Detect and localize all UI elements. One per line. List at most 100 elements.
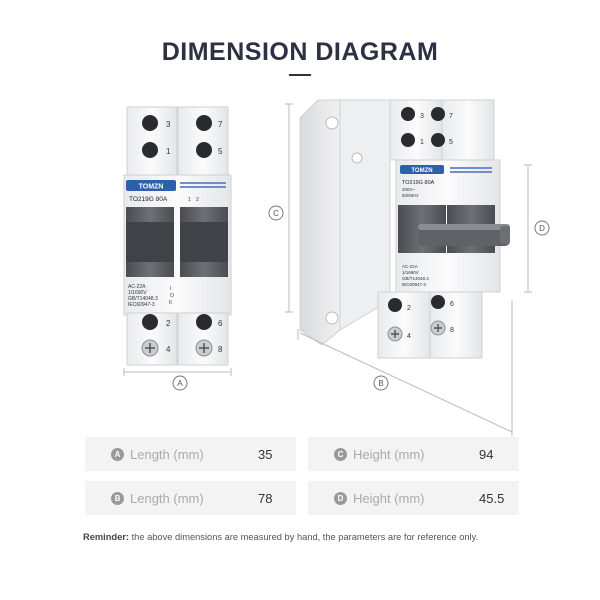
terminal-label: 3 xyxy=(420,113,424,120)
spec-value: 94 xyxy=(479,446,494,462)
dimension-d: D xyxy=(524,164,550,293)
spec-length-a: A Length (mm) 35 xyxy=(85,437,296,471)
rating-line: 400V~ xyxy=(402,187,416,192)
pole-mark: 2 xyxy=(196,197,199,203)
terminal-hole xyxy=(142,115,158,131)
spec-value: 45.5 xyxy=(479,490,505,506)
brand-label: TOMZN xyxy=(139,184,164,191)
spec-label: Length (mm) xyxy=(130,490,204,506)
stripe xyxy=(450,171,492,173)
side-screw-hole xyxy=(325,311,339,325)
device-front: 3 7 1 5 TOMZN TO219G 80A 1 2 AC-22A 1/16… xyxy=(123,106,232,366)
terminal-label: 8 xyxy=(218,345,223,354)
handle-end xyxy=(500,226,510,244)
screw-slot xyxy=(391,330,399,338)
spec-value: 35 xyxy=(258,446,273,462)
rating-line: AC-22A xyxy=(128,284,146,290)
marker-a-label: A xyxy=(177,379,183,388)
terminal-hole xyxy=(401,107,415,121)
spec-badge: C xyxy=(334,447,347,461)
terminal-hole xyxy=(431,107,445,121)
rating-line: 1/1690V xyxy=(402,270,419,275)
rating-line: GB/T14048.3 xyxy=(128,296,158,302)
reminder-text: the above dimensions are measured by han… xyxy=(128,532,479,542)
spec-height-d: D Height (mm) 45.5 xyxy=(308,481,519,515)
terminal-label: 6 xyxy=(450,301,454,308)
terminal-hole xyxy=(431,295,445,309)
rating-line: IEC60947-3 xyxy=(128,302,155,308)
spec-badge: A xyxy=(111,447,124,461)
terminal-label: 8 xyxy=(450,327,454,334)
marker-b xyxy=(373,375,389,391)
terminal-hole xyxy=(142,314,158,330)
marker-b-label: B xyxy=(378,379,383,388)
dimension-a: A xyxy=(123,368,232,391)
terminal-hole xyxy=(196,314,212,330)
spec-badge: B xyxy=(111,491,124,505)
stripe xyxy=(180,182,226,184)
reminder-lead: Reminder: xyxy=(83,532,129,542)
screw-slot xyxy=(434,324,442,332)
spec-height-c: C Height (mm) 94 xyxy=(308,437,519,471)
terminal-label: 1 xyxy=(166,147,171,156)
dimension-c: C xyxy=(268,103,293,313)
handle-bar-highlight xyxy=(418,224,510,230)
spec-label: Length (mm) xyxy=(130,446,204,462)
terminal-hole xyxy=(196,115,212,131)
terminal-hole xyxy=(196,142,212,158)
terminal-label: 7 xyxy=(218,120,223,129)
terminal-label: 2 xyxy=(166,319,171,328)
dimension-b: B xyxy=(297,300,513,436)
side-screw-hole xyxy=(325,116,339,130)
terminal-label: 5 xyxy=(218,147,223,156)
side-bottom-block-left xyxy=(377,291,431,359)
page-title: DIMENSION DIAGRAM xyxy=(161,38,439,66)
spec-value: 78 xyxy=(258,490,273,506)
rating-line: IEC60947-3 xyxy=(402,282,427,287)
title-underline xyxy=(289,74,311,76)
stripe xyxy=(180,186,226,188)
brand-label: TOMZN xyxy=(411,168,432,174)
terminal-hole xyxy=(142,142,158,158)
rating-line: 50/60Hz xyxy=(402,193,420,198)
model-label: TO219G 80A xyxy=(129,196,168,203)
terminal-label: 3 xyxy=(166,120,171,129)
terminal-label: 6 xyxy=(218,319,223,328)
model-label: TO219G 80A xyxy=(402,180,435,186)
terminal-label: 4 xyxy=(407,333,411,340)
marker-d xyxy=(534,220,550,236)
switch-position: O xyxy=(170,293,174,299)
screw-slot xyxy=(199,343,209,353)
terminal-label: 5 xyxy=(449,139,453,146)
marker-d-label: D xyxy=(539,224,545,233)
side-top-block-right xyxy=(441,99,495,161)
marker-c xyxy=(268,205,284,221)
pole-mark: 1 xyxy=(188,197,191,203)
terminal-label: 7 xyxy=(449,113,453,120)
marker-a xyxy=(172,375,188,391)
side-back-block xyxy=(299,99,341,346)
terminal-hole xyxy=(388,298,402,312)
brand-badge xyxy=(126,180,176,191)
rating-line: AC-22A xyxy=(402,264,418,269)
rating-line: GB/T14048.3 xyxy=(402,276,429,281)
rating-line: 1/1690V xyxy=(128,290,147,296)
marker-c-label: C xyxy=(273,209,279,218)
switch-position: II xyxy=(169,300,172,306)
terminal-label: 1 xyxy=(420,139,424,146)
spec-badge: D xyxy=(334,491,347,505)
reminder-note: Reminder: the above dimensions are measu… xyxy=(83,532,478,542)
handle-recess xyxy=(180,222,228,262)
terminal-hole xyxy=(401,133,415,147)
terminal-label: 4 xyxy=(166,345,171,354)
spec-length-b: B Length (mm) 78 xyxy=(85,481,296,515)
terminal-hole xyxy=(431,133,445,147)
spec-label: Height (mm) xyxy=(353,490,425,506)
stripe xyxy=(450,167,492,169)
device-side: 3 7 1 5 TOMZN TO219G 80A 400V~ 50/60Hz A… xyxy=(299,99,510,359)
handle-recess xyxy=(126,222,174,262)
terminal-label: 2 xyxy=(407,305,411,312)
switch-position: I xyxy=(170,286,171,292)
side-screw-hole xyxy=(351,152,363,164)
